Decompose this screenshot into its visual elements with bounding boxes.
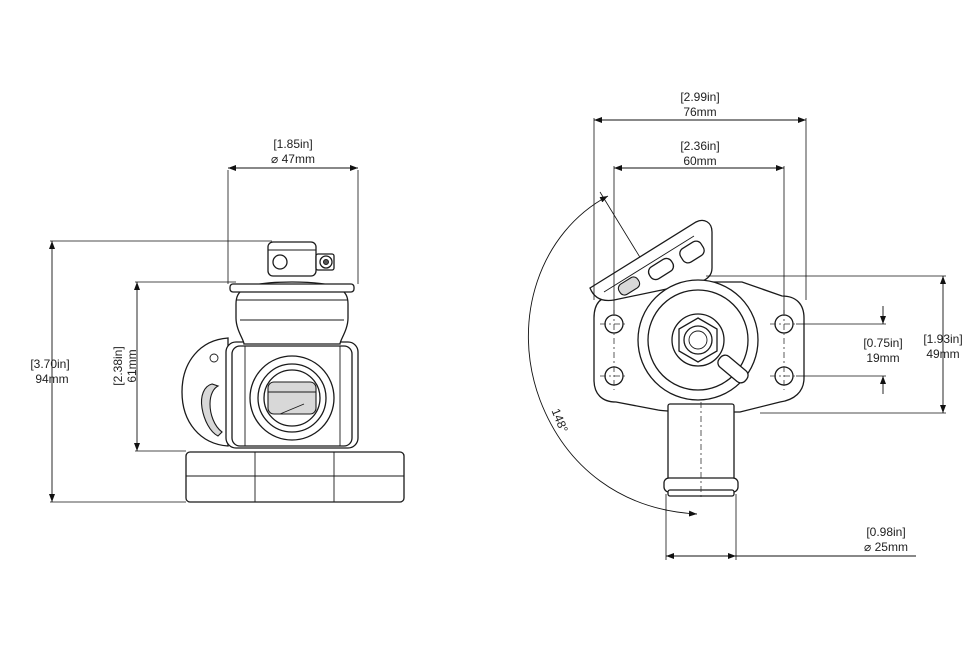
dim-top-outlet	[665, 494, 916, 560]
dim-top-overall-width	[593, 117, 807, 300]
top-hole-spacing-x-inch: [2.36in]	[680, 139, 719, 153]
top-outlet-mm: ⌀ 25mm	[864, 540, 908, 554]
top-view: 148°	[527, 90, 963, 560]
top-overall-width-inch: [2.99in]	[680, 90, 719, 104]
base-plate	[185, 451, 405, 503]
top-body	[637, 279, 759, 401]
dim-top-hole-spacing-y	[796, 306, 886, 394]
front-total-height-inch: [3.70in]	[30, 357, 69, 371]
top-outlet-inch: [0.98in]	[866, 525, 905, 539]
top-nipple	[267, 241, 335, 277]
front-width-mm: ⌀ 47mm	[271, 152, 315, 166]
top-flange-height-inch: [1.93in]	[923, 332, 962, 346]
angled-nipple	[589, 219, 713, 302]
top-overall-width-mm: 76mm	[683, 105, 716, 119]
dim-front-width	[227, 165, 359, 284]
front-view: [1.85in] ⌀ 47mm [3.70in] 94mm [2.38in] 6…	[30, 137, 405, 503]
angle-label: 148°	[549, 406, 571, 434]
dim-top-flange-height	[706, 275, 946, 414]
dim-top-hole-spacing-x	[613, 165, 785, 314]
mounting-holes	[600, 310, 798, 390]
outlet-tube	[663, 402, 739, 500]
front-width-inch: [1.85in]	[273, 137, 312, 151]
front-body-height-inch: [2.38in]	[111, 346, 125, 385]
front-body-height-mm: 61mm	[125, 349, 139, 382]
side-flange	[181, 337, 229, 447]
top-hole-spacing-y-mm: 19mm	[866, 351, 899, 365]
valve-body	[225, 341, 359, 449]
top-hole-spacing-x-mm: 60mm	[683, 154, 716, 168]
dim-front-body-height	[134, 281, 236, 452]
top-flange-height-mm: 49mm	[926, 347, 959, 361]
top-hole-spacing-y-inch: [0.75in]	[863, 336, 902, 350]
front-total-height-mm: 94mm	[35, 372, 68, 386]
top-cap	[229, 281, 355, 345]
dim-front-total-height	[49, 240, 272, 503]
